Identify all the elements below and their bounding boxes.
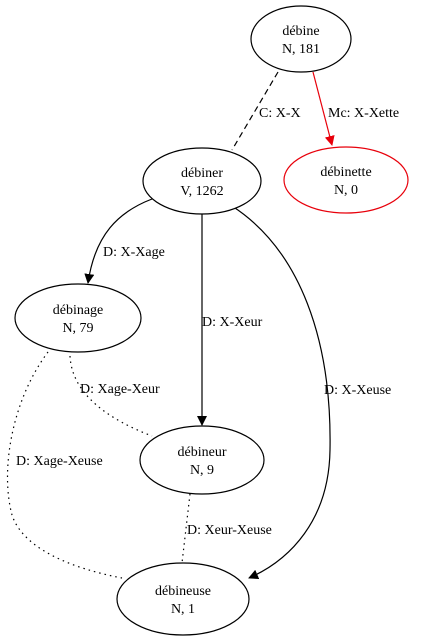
edge-line-debine-debiner: [231, 71, 279, 151]
edge-label-debine-debiner: C: X-X: [259, 106, 301, 121]
node-debiner[interactable]: débiner V, 1262: [142, 147, 262, 215]
edge-label-debiner-debineuse: D: X-Xeuse: [324, 383, 391, 398]
edge-line-debinage-debineuse: [6, 351, 123, 579]
edge-label-debiner-debinage: D: X-Xage: [103, 245, 165, 260]
node-shape-debinette: [283, 146, 409, 214]
edge-line-debiner-debinage: [84, 198, 153, 284]
node-shape-debinage: [14, 283, 142, 353]
edge-label-debinage-debineuse: D: Xage-Xeuse: [16, 454, 103, 469]
node-word-debiner: débiner: [181, 166, 223, 181]
node-shape-debiner: [142, 147, 262, 215]
node-word-debineur: débineur: [178, 445, 227, 460]
edge-debiner-debinage: D: X-Xage: [84, 198, 165, 284]
node-info-debiner: V, 1262: [180, 184, 223, 199]
node-debineur[interactable]: débineur N, 9: [139, 425, 265, 495]
node-word-debine: débine: [282, 24, 319, 39]
edge-debiner-debineuse: D: X-Xeuse: [231, 205, 391, 579]
edge-debinage-debineur: D: Xage-Xeur: [69, 355, 160, 437]
edge-label-debiner-debineur: D: X-Xeur: [202, 315, 263, 330]
edge-line-debiner-debineuse: [231, 205, 331, 579]
edge-debiner-debineur: D: X-Xeur: [197, 214, 263, 426]
node-shape-debineuse: [116, 562, 250, 636]
node-info-debineur: N, 9: [190, 463, 214, 478]
node-word-debineuse: débineuse: [155, 584, 211, 599]
node-info-debine: N, 181: [282, 42, 320, 57]
node-word-debinette: débinette: [320, 165, 371, 180]
node-shape-debine: [250, 5, 352, 73]
node-debinage[interactable]: débinage N, 79: [14, 283, 142, 353]
node-info-debinage: N, 79: [62, 321, 93, 336]
edge-line-debineur-debineuse: [181, 493, 191, 564]
edge-debine-debinette: Mc: X-Xette: [312, 71, 399, 146]
edge-label-debineur-debineuse: D: Xeur-Xeuse: [187, 523, 272, 538]
edge-line-debine-debinette: [312, 71, 335, 146]
edge-debineur-debineuse: D: Xeur-Xeuse: [181, 493, 272, 564]
edge-debine-debiner: C: X-X: [231, 71, 301, 151]
edge-label-debine-debinette: Mc: X-Xette: [328, 106, 399, 121]
node-debineuse[interactable]: débineuse N, 1: [116, 562, 250, 636]
edge-label-debinage-debineur: D: Xage-Xeur: [80, 382, 160, 397]
node-debinette[interactable]: débinette N, 0: [283, 146, 409, 214]
node-info-debinette: N, 0: [334, 183, 358, 198]
node-info-debineuse: N, 1: [171, 602, 195, 617]
edge-debinage-debineuse: D: Xage-Xeuse: [6, 351, 123, 579]
node-word-debinage: débinage: [53, 303, 104, 318]
node-shape-debineur: [139, 425, 265, 495]
node-debine[interactable]: débine N, 181: [250, 5, 352, 73]
